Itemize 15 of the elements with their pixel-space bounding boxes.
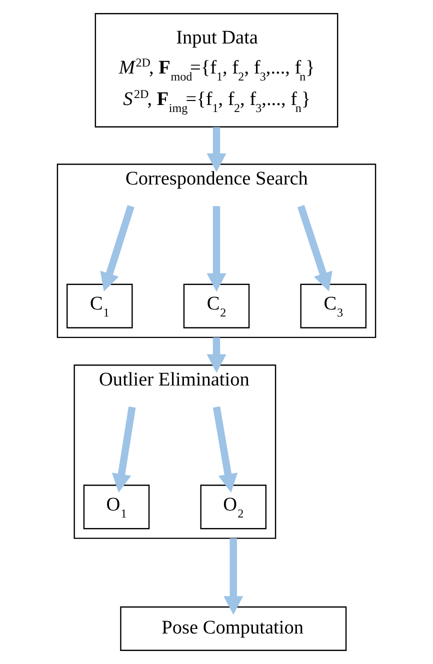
arrow xyxy=(206,337,226,373)
node-box: Input Data M$^{2D}$, F$_{mod}$={f$_{1}$, f$_{2}$, f$_{3}$,..., f$_{n}$} S$^{2D}$, F$_{img}$={f$_{1}$, f$_{2}$, f$_{3}$,..., f$_{n}$} xyxy=(94,13,338,128)
arrow xyxy=(112,406,136,493)
arrow xyxy=(206,127,226,172)
node-box: Pose Computation xyxy=(120,606,347,651)
arrow xyxy=(206,206,226,292)
node-box: C$_{3}$ xyxy=(300,284,366,328)
node-box: C$_{1}$ xyxy=(66,284,133,328)
node-box: O$_{1}$ xyxy=(83,484,150,530)
arrow xyxy=(297,205,332,292)
arrow xyxy=(100,205,134,292)
node-box: O$_{2}$ xyxy=(200,484,266,530)
arrow xyxy=(224,538,244,615)
node-box: C$_{2}$ xyxy=(183,284,250,328)
arrow xyxy=(212,406,238,493)
